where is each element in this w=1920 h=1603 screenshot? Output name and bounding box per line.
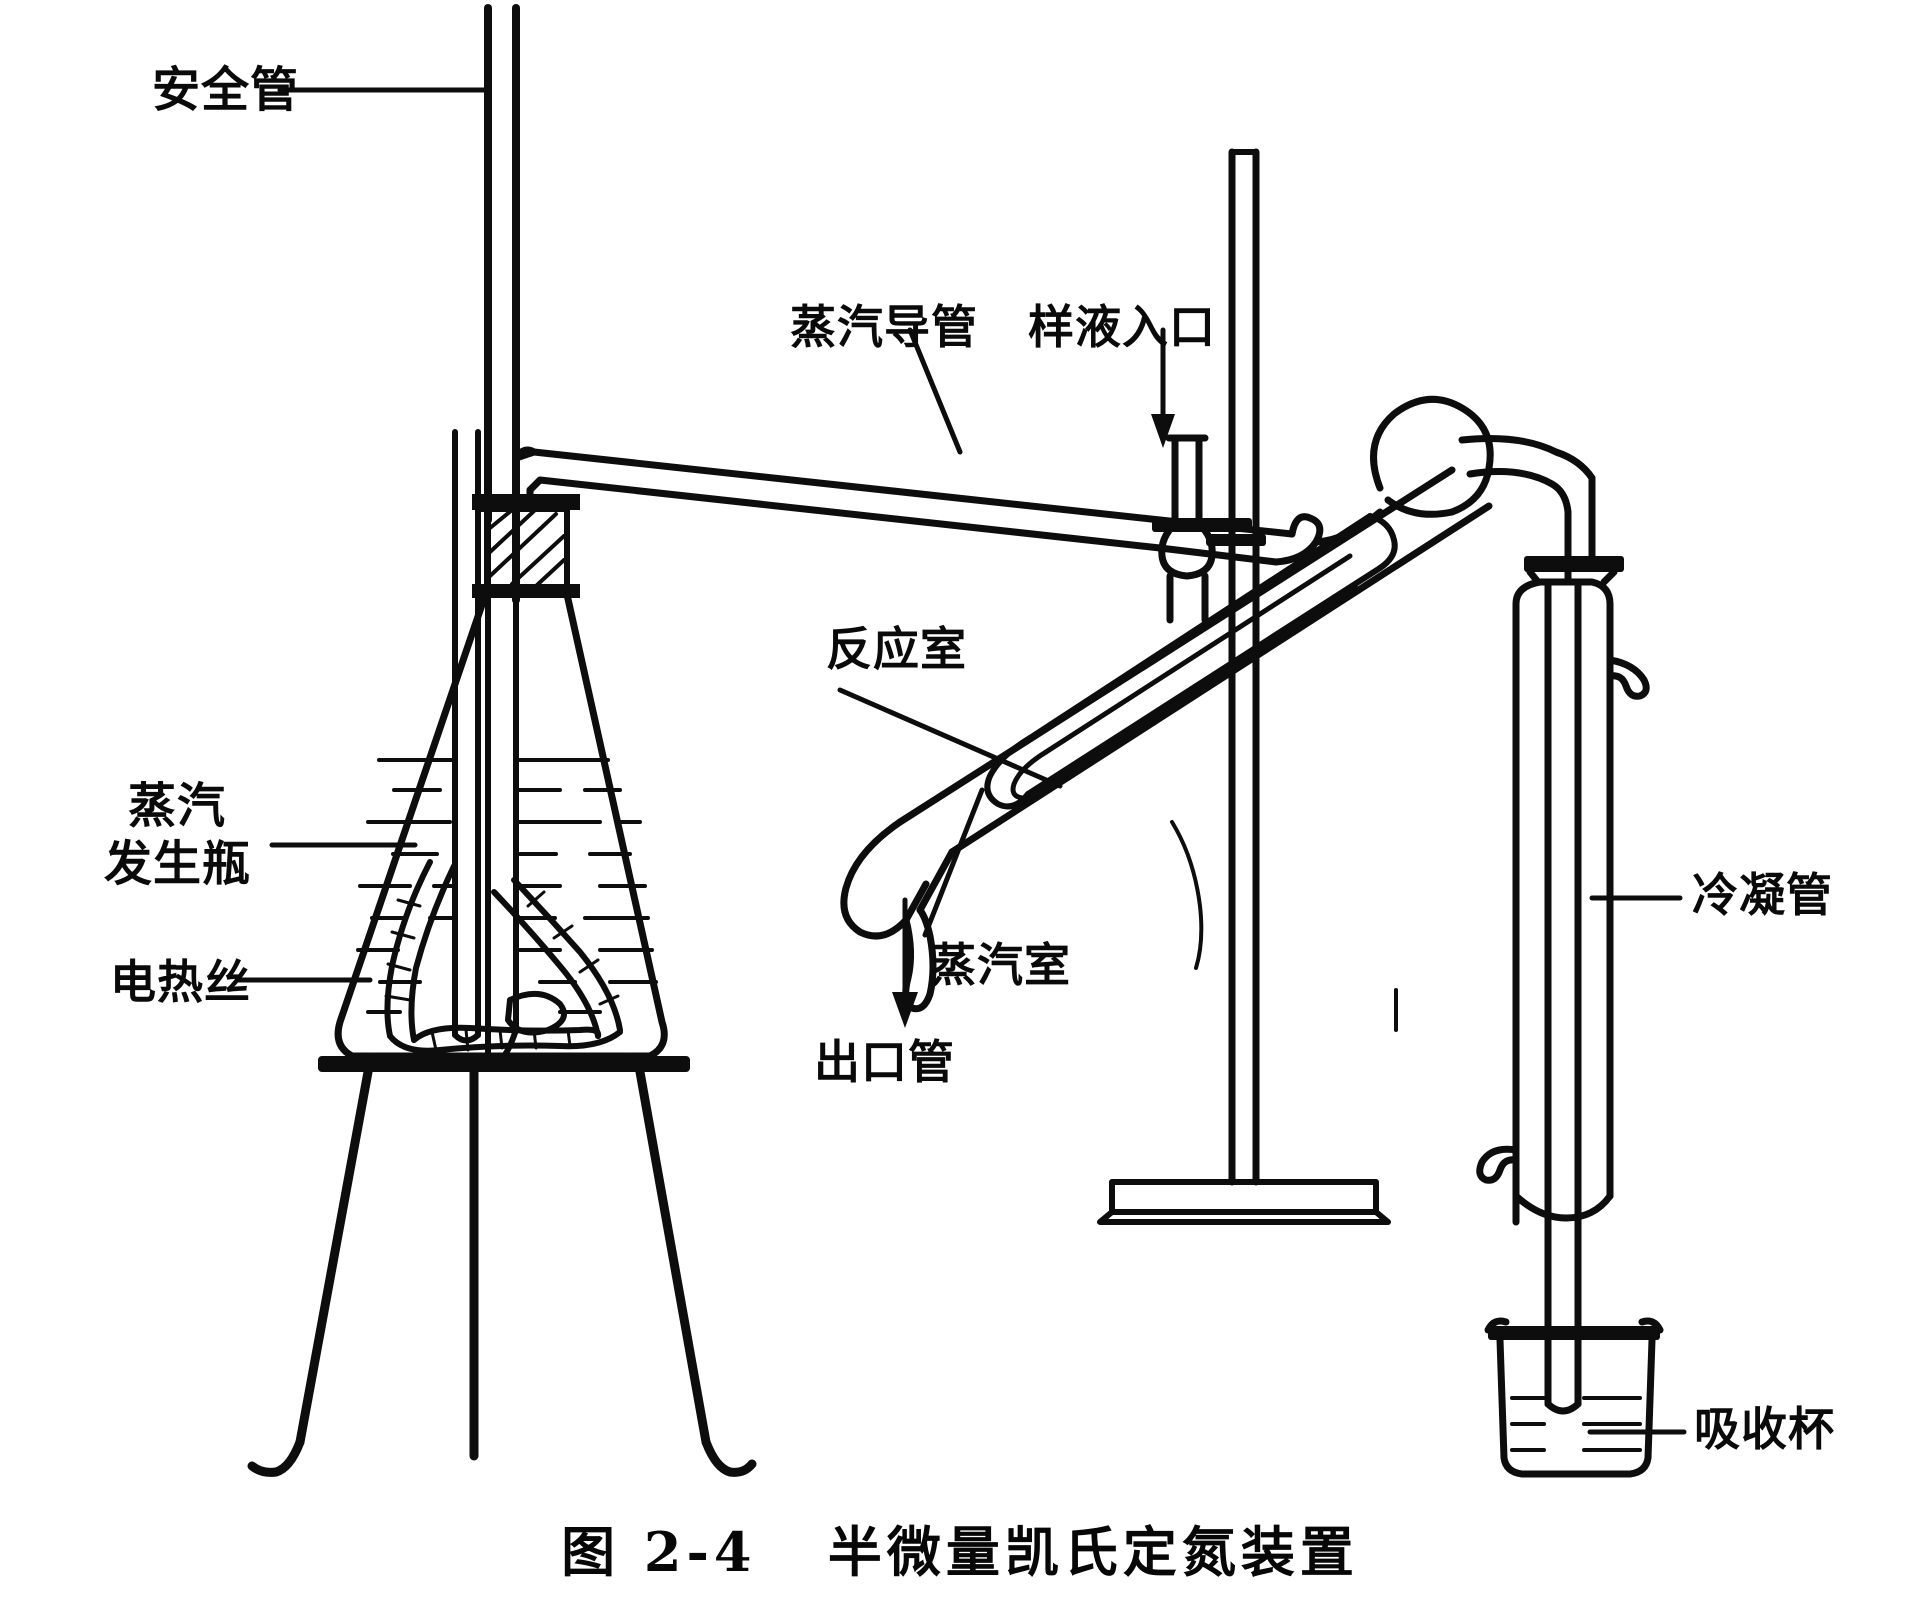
leader-reaction-chamber <box>837 687 1063 789</box>
leader-lines <box>235 87 1687 1435</box>
label-steam-chamber: 蒸汽室 <box>930 938 1071 992</box>
label-sample-inlet: 样液入口 <box>1028 300 1216 354</box>
condenser-jacket <box>1476 556 1650 1226</box>
absorption-cup-beaker <box>1484 1317 1664 1478</box>
label-outlet-tube: 出口管 <box>814 1035 955 1089</box>
bulb-to-condenser-elbow <box>1458 435 1596 586</box>
label-absorption-cup: 吸收杯 <box>1694 1402 1835 1456</box>
figure-caption: 图 2-4 半微量凯氏定氮装置 <box>561 1520 1359 1584</box>
label-steam-conduit: 蒸汽导管 <box>790 300 978 354</box>
condenser-group <box>1458 435 1664 1478</box>
leader-steam-chamber <box>922 787 985 938</box>
reaction-chamber-group <box>840 148 1494 1225</box>
stand-clamp-marks <box>1170 820 1398 1032</box>
arrow-sample-inlet <box>1151 414 1175 448</box>
label-reaction-chamber: 反应室 <box>826 622 967 676</box>
vapour-takeoff-tube <box>452 429 481 1044</box>
tripod-stand <box>247 1056 757 1477</box>
steam-conduit-part <box>512 446 1164 552</box>
inner-reaction-tube <box>984 513 1398 810</box>
rubber-stopper <box>472 494 580 598</box>
label-steam-generator-line2: 发生瓶 <box>104 836 252 892</box>
arrow-outlet-tube <box>892 992 918 1028</box>
leader-steam-conduit <box>907 327 963 455</box>
steam-generator-group <box>247 4 757 1477</box>
label-heating-wire: 电热丝 <box>110 955 251 1009</box>
heating-wire-coil <box>384 859 623 1054</box>
label-condenser: 冷凝管 <box>1692 868 1833 922</box>
label-safety-tube: 安全管 <box>152 62 300 118</box>
label-steam-generator-line1: 蒸汽 <box>128 778 227 834</box>
condenser-inner-tube <box>1544 578 1582 1415</box>
retort-stand <box>1097 148 1391 1225</box>
spherical-bulb <box>1370 395 1494 518</box>
